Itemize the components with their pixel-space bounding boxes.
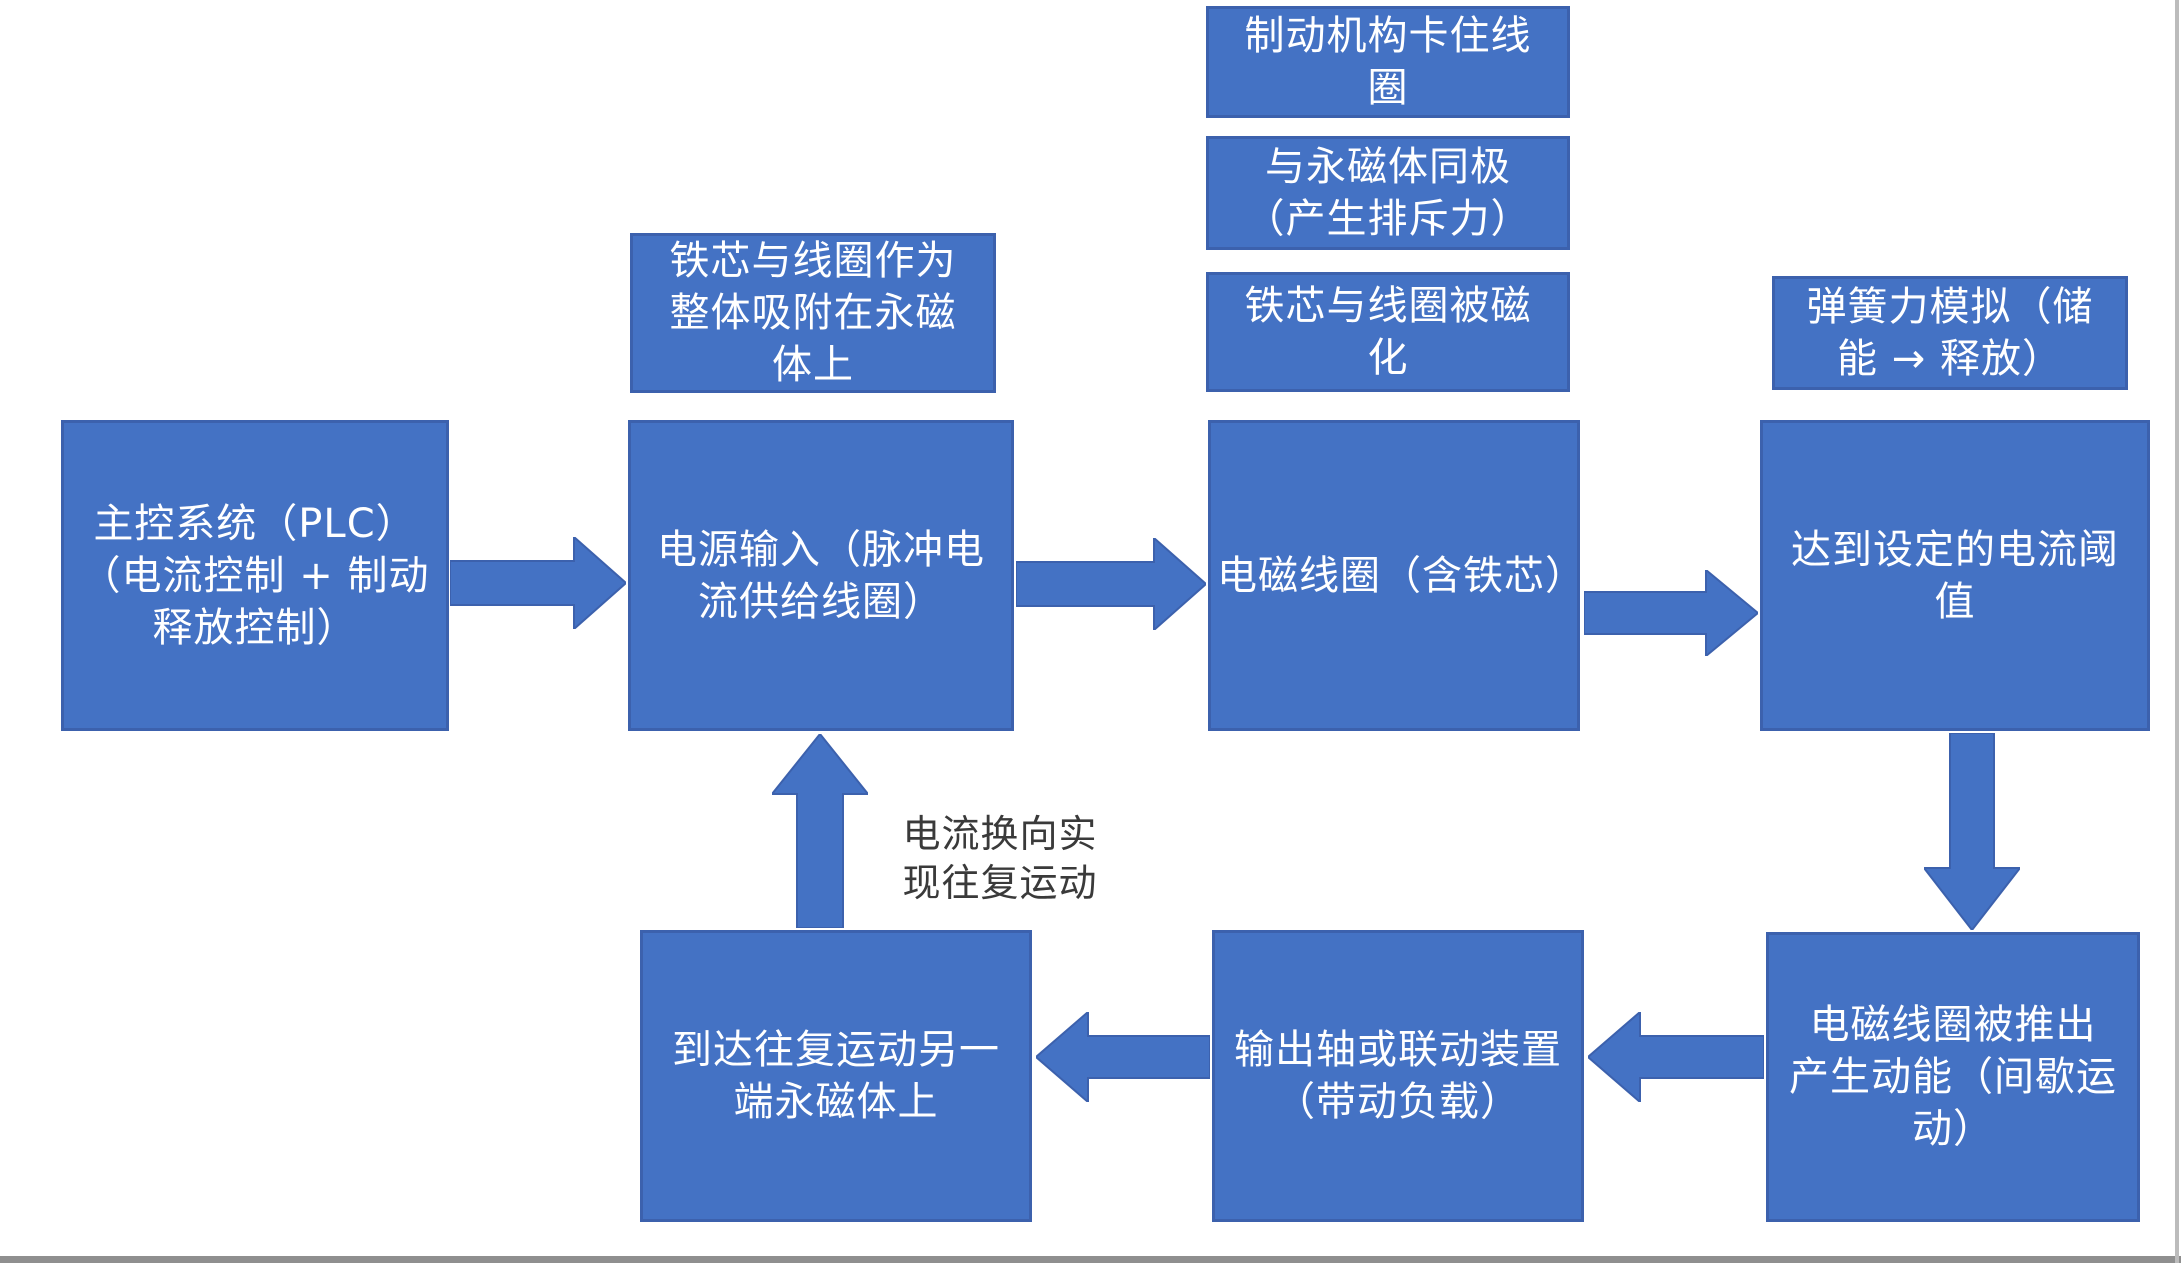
arrow-pushed-out-to-output-shaft bbox=[1588, 1012, 1764, 1102]
node-power-input: 电源输入（脉冲电 流供给线圈） bbox=[628, 420, 1014, 731]
node-main-control-plc: 主控系统（PLC） （电流控制 + 制动 释放控制） bbox=[61, 420, 449, 731]
node-coil-pushed-out: 电磁线圈被推出 产生动能（间歇运 动） bbox=[1766, 932, 2140, 1222]
arrow-coil-to-threshold bbox=[1584, 570, 1758, 656]
node-main-control-plc-text: 主控系统（PLC） （电流控制 + 制动 释放控制） bbox=[80, 500, 430, 651]
arrow-power-input-to-coil bbox=[1016, 538, 1206, 630]
node-brake-lock-text: 制动机构卡住线 圈 bbox=[1244, 13, 1532, 111]
node-core-adsorbed: 铁芯与线圈作为 整体吸附在永磁 体上 bbox=[630, 233, 996, 393]
node-current-threshold-text: 达到设定的电流阈 值 bbox=[1791, 526, 2119, 625]
node-current-threshold: 达到设定的电流阈 值 bbox=[1760, 420, 2150, 731]
node-same-pole: 与永磁体同极 （产生排斥力） bbox=[1206, 136, 1570, 250]
arrow-threshold-to-pushed-out bbox=[1924, 733, 2020, 930]
node-output-shaft: 输出轴或联动装置 （带动负载） bbox=[1212, 930, 1584, 1222]
node-same-pole-text: 与永磁体同极 （产生排斥力） bbox=[1244, 144, 1532, 242]
node-reach-other-magnet-text: 到达往复运动另一 端永磁体上 bbox=[672, 1027, 1000, 1125]
node-magnetized-text: 铁芯与线圈被磁 化 bbox=[1244, 283, 1532, 381]
node-core-adsorbed-text: 铁芯与线圈作为 整体吸附在永磁 体上 bbox=[669, 238, 957, 388]
node-magnetized: 铁芯与线圈被磁 化 bbox=[1206, 272, 1570, 392]
node-brake-lock: 制动机构卡住线 圈 bbox=[1206, 6, 1570, 118]
node-spring-simulation-text: 弹簧力模拟（储 能 → 释放） bbox=[1806, 284, 2094, 382]
node-spring-simulation: 弹簧力模拟（储 能 → 释放） bbox=[1772, 276, 2128, 390]
node-coil-pushed-out-text: 电磁线圈被推出 产生动能（间歇运 动） bbox=[1789, 1002, 2117, 1152]
node-electromagnetic-coil-text: 电磁线圈（含铁芯） bbox=[1217, 552, 1586, 599]
arrow-plc-to-power-input bbox=[450, 537, 626, 629]
node-power-input-text: 电源输入（脉冲电 流供给线圈） bbox=[657, 526, 985, 625]
right-frame-line bbox=[2175, 0, 2179, 1263]
node-output-shaft-text: 输出轴或联动装置 （带动负载） bbox=[1234, 1027, 1562, 1125]
arrow-output-shaft-to-reach-magnet bbox=[1036, 1012, 1210, 1102]
node-reach-other-magnet: 到达往复运动另一 端永磁体上 bbox=[640, 930, 1032, 1222]
arrow-reach-magnet-to-power-input bbox=[772, 734, 868, 928]
annotation-current-reversal: 电流换向实 现往复运动 bbox=[902, 812, 1098, 906]
bottom-frame-line bbox=[0, 1256, 2181, 1263]
node-electromagnetic-coil: 电磁线圈（含铁芯） bbox=[1208, 420, 1586, 731]
